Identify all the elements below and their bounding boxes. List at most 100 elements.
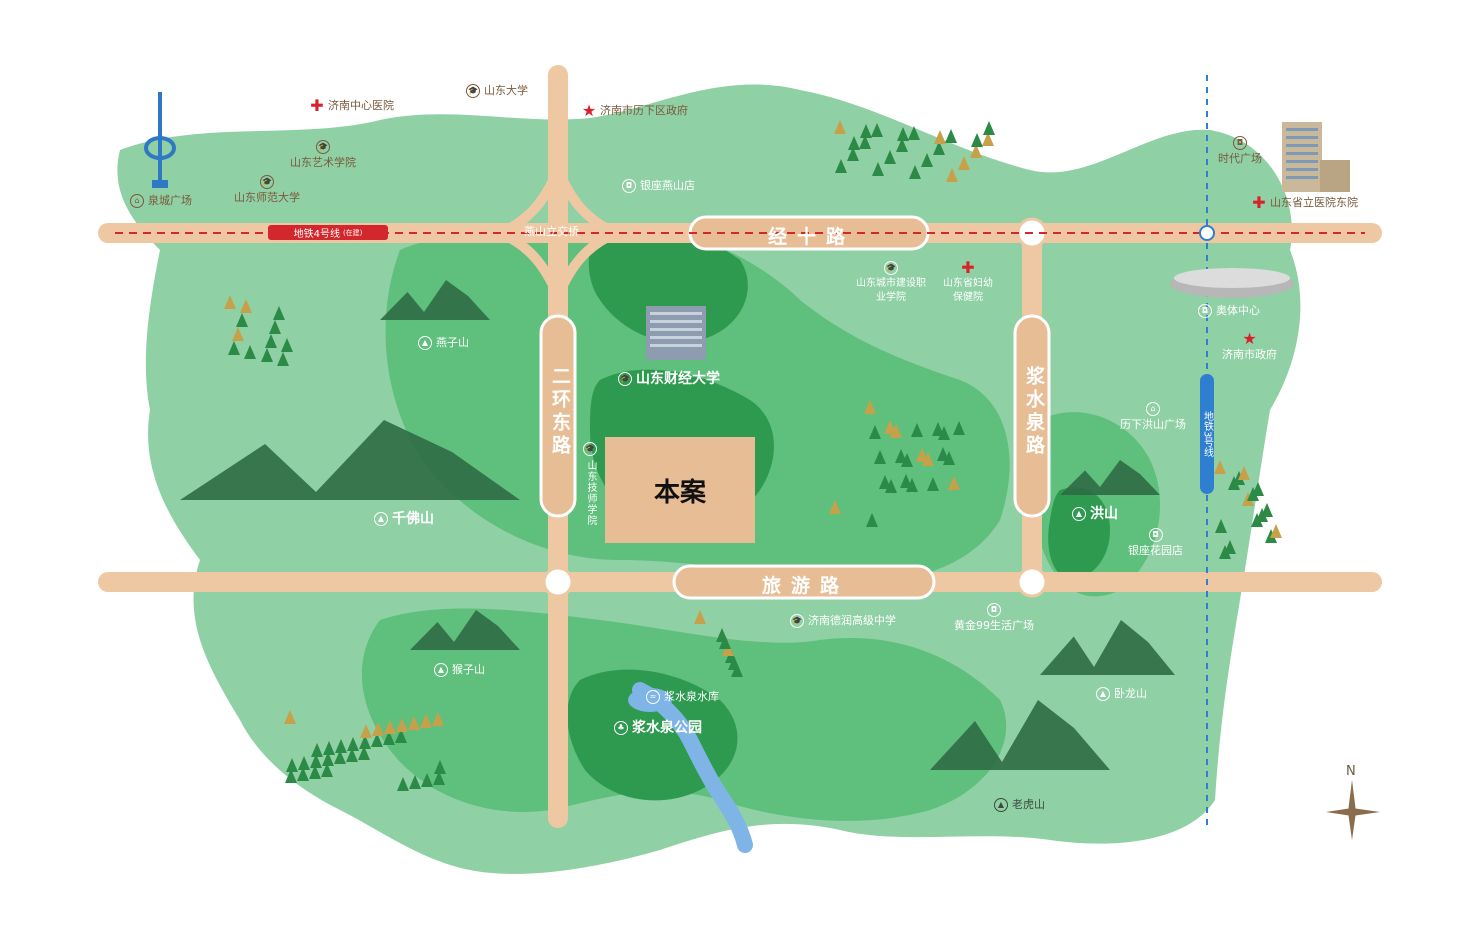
tree-icon bbox=[909, 165, 921, 179]
school-icon: 🎓 bbox=[466, 84, 480, 98]
poi-jinan-government: ★济南市政府 bbox=[1222, 331, 1277, 362]
poi-label: 燕子山 bbox=[436, 336, 469, 349]
poi-label: 千佛山 bbox=[392, 511, 434, 527]
mountain-illustration bbox=[410, 610, 520, 650]
tree-icon bbox=[384, 720, 396, 734]
mountain-icon: ▲ bbox=[994, 798, 1008, 812]
poi-provincial-hospital-east: ✚山东省立医院东院 bbox=[1252, 195, 1358, 211]
poi-hong-mountain: ▲洪山 bbox=[1072, 507, 1118, 521]
tree-icon bbox=[322, 752, 334, 766]
shopping-bag-icon: ◘ bbox=[1148, 528, 1163, 542]
forest-dark-3 bbox=[567, 669, 738, 801]
poi-quancheng-square: ⌂泉城广场 bbox=[130, 194, 192, 208]
shopping-bag-icon: ◘ bbox=[1233, 136, 1247, 150]
mountain-illustration bbox=[1060, 460, 1160, 495]
road-name-jiangshuiquan: 浆水泉路 bbox=[1023, 366, 1045, 458]
reservoir-water bbox=[632, 682, 753, 853]
tree-icon bbox=[395, 729, 407, 743]
poi-label: 山东艺术学院 bbox=[290, 156, 356, 169]
overpass-label: 燕山立交桥 bbox=[524, 225, 579, 238]
project-label: 本案 bbox=[653, 477, 706, 508]
tree-icon bbox=[310, 754, 322, 768]
tree-icon bbox=[948, 476, 960, 490]
tree-icon bbox=[860, 124, 872, 138]
tree-icon bbox=[874, 450, 886, 464]
square-icon: ⌂ bbox=[1146, 402, 1160, 416]
road-name-erhuan-east: 二环东路 bbox=[549, 366, 571, 458]
tree-icon bbox=[896, 138, 908, 152]
tree-icon bbox=[932, 422, 944, 436]
intersection-lvyou-erhuan bbox=[542, 566, 574, 598]
tree-icon bbox=[922, 452, 934, 466]
tree-icon bbox=[372, 722, 384, 736]
tree-icon bbox=[982, 132, 994, 146]
poi-jiangshuiquan-park: ♣浆水泉公园 bbox=[614, 721, 702, 735]
compass-rose-icon bbox=[1326, 780, 1380, 840]
hospital-building-icon bbox=[1282, 122, 1350, 192]
poi-hou-mountain: ▲猴子山 bbox=[434, 663, 485, 677]
tree-icon bbox=[694, 610, 706, 624]
mountain-illustration bbox=[930, 700, 1110, 770]
tree-icon bbox=[421, 773, 433, 787]
shopping-bag-icon: ◘ bbox=[987, 603, 1001, 617]
tree-icon bbox=[359, 735, 371, 749]
tree-icon bbox=[916, 448, 928, 462]
poi-label: 济南德润高级中学 bbox=[808, 614, 896, 627]
poi-dezhun-high-school: 🎓 济南德润高级中学 bbox=[790, 614, 896, 628]
water-icon: ≈ bbox=[646, 690, 660, 704]
tree-icon bbox=[864, 400, 876, 414]
tree-icon bbox=[953, 421, 965, 435]
mountain-icon: ▲ bbox=[434, 663, 448, 677]
poi-label: 济南中心医院 bbox=[328, 99, 394, 112]
school-icon: 🎓 bbox=[316, 140, 330, 154]
school-icon: 🎓 bbox=[790, 614, 804, 628]
tree-icon bbox=[890, 424, 902, 438]
tree-icon bbox=[265, 334, 277, 348]
square-icon: ⌂ bbox=[130, 194, 144, 208]
intersection-lvyou-jiangshuiquan bbox=[1016, 566, 1048, 598]
tree-icon bbox=[297, 767, 309, 781]
poi-label: 山东省妇幼保健院 bbox=[943, 278, 993, 303]
poi-urban-construction-college: 🎓山东城市建设职业学院 bbox=[856, 261, 926, 305]
metro-line-4-badge: 地铁4号线 (在建) bbox=[268, 225, 388, 240]
tree-icon bbox=[933, 141, 945, 155]
tree-icon bbox=[847, 147, 859, 161]
poi-label: 奥体中心 bbox=[1216, 304, 1260, 317]
overpass-ramp-bottom-left bbox=[495, 228, 563, 301]
tree-icon bbox=[869, 425, 881, 439]
poi-shandong-normal-university: 🎓山东师范大学 bbox=[234, 175, 300, 205]
poi-qianfo-mountain: ▲千佛山 bbox=[374, 512, 434, 526]
tree-icon bbox=[408, 716, 420, 730]
poi-label: 浆水泉水库 bbox=[664, 690, 719, 703]
poi-label: 山东城市建设职业学院 bbox=[856, 278, 926, 303]
compass-north-label: N bbox=[1346, 764, 1356, 779]
tree-icon bbox=[273, 306, 285, 320]
tree-icon bbox=[286, 758, 298, 772]
tree-icon bbox=[277, 352, 289, 366]
road-label-box-lvyou bbox=[672, 564, 936, 600]
forest-dark-4 bbox=[1048, 487, 1110, 580]
tree-icon bbox=[309, 765, 321, 779]
tree-icon bbox=[224, 295, 236, 309]
tree-icon bbox=[1224, 540, 1236, 554]
tree-icon bbox=[298, 756, 310, 770]
tree-icon bbox=[884, 420, 896, 434]
mountain-icon: ▲ bbox=[418, 336, 432, 350]
mountain-icon: ▲ bbox=[1072, 507, 1086, 521]
tree-icon bbox=[323, 741, 335, 755]
poi-huangjin-99: ◘黄金99生活广场 bbox=[954, 603, 1034, 633]
overpass-ramp-bottom-right bbox=[553, 228, 621, 301]
tree-icon bbox=[934, 130, 946, 144]
tree-icon bbox=[1214, 460, 1226, 474]
school-icon: 🎓 bbox=[583, 442, 597, 456]
poi-laohu-mountain: ▲老虎山 bbox=[994, 798, 1045, 812]
shopping-bag-icon: ◘ bbox=[622, 179, 636, 193]
poi-lixia-hongshan-square: ⌂ 历下洪山广场 bbox=[1120, 402, 1186, 432]
tree-icon bbox=[971, 133, 983, 147]
road-label-box-jiangshuiquan bbox=[1013, 314, 1051, 518]
poi-shidai-square: ◘时代广场 bbox=[1218, 136, 1262, 166]
poi-maternal-child-hospital: ✚山东省妇幼保健院 bbox=[940, 260, 996, 305]
poi-label: 历下洪山广场 bbox=[1120, 418, 1186, 431]
tree-icon bbox=[335, 739, 347, 753]
metro-transfer-icon bbox=[1199, 225, 1215, 241]
